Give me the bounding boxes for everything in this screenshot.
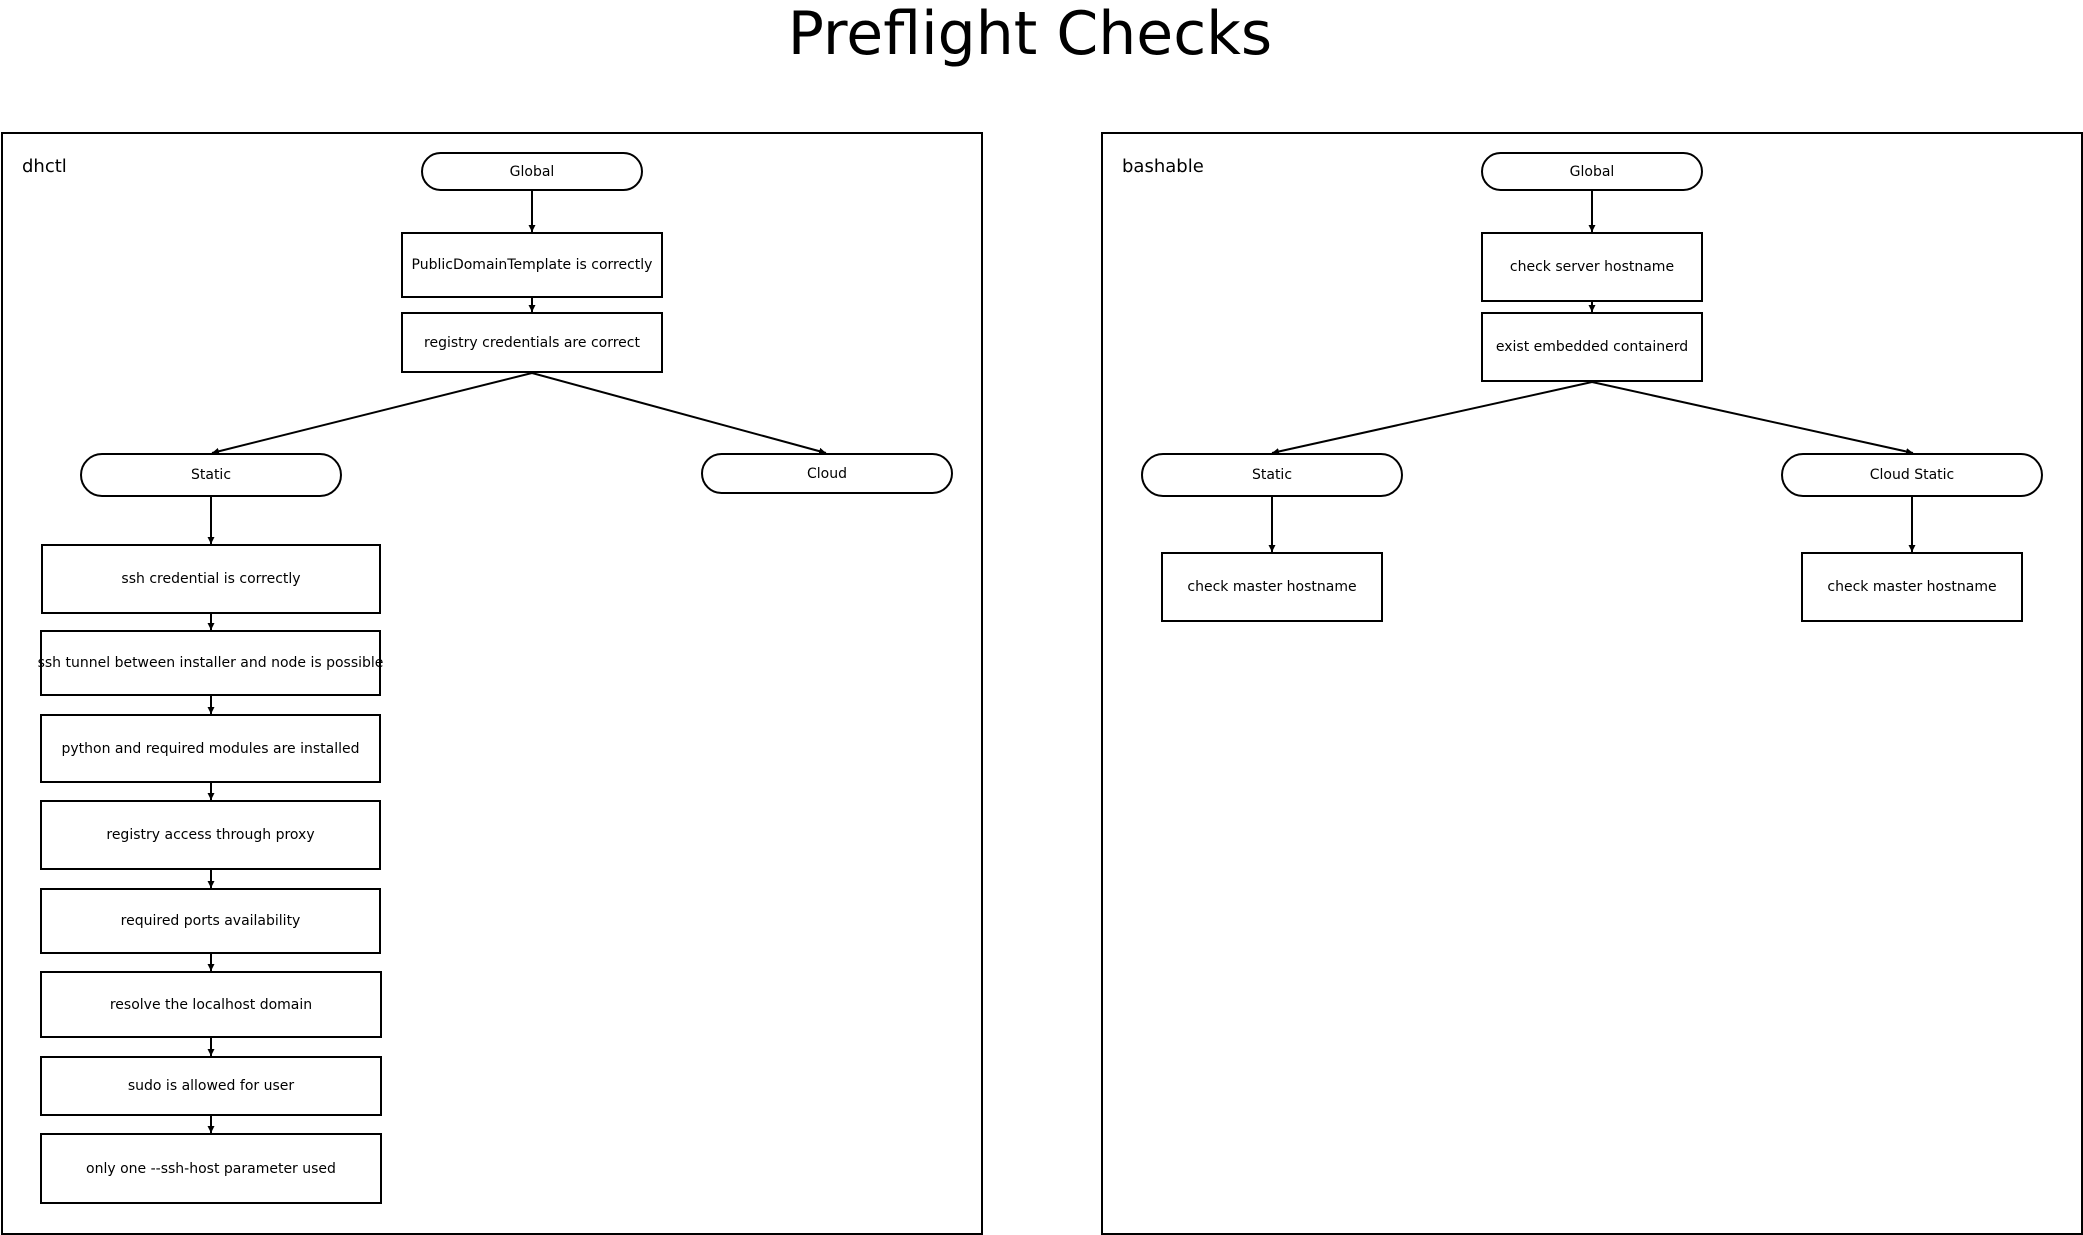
- dhctl-cloud-branch: Cloud: [701, 453, 953, 494]
- dhctl-static-check-5: required ports availability: [40, 888, 381, 954]
- dhctl-static-check-4: registry access through proxy: [40, 800, 381, 870]
- dhctl-check-public-domain-template: PublicDomainTemplate is correctly: [401, 232, 663, 298]
- page-title: Preflight Checks: [787, 0, 1273, 69]
- bashable-check-embedded-containerd: exist embedded containerd: [1481, 312, 1703, 382]
- bashable-global-start: Global: [1481, 152, 1703, 191]
- bashable-static-check-master-hostname: check master hostname: [1161, 552, 1383, 622]
- bashable-static-branch: Static: [1141, 453, 1403, 497]
- dhctl-global-start: Global: [421, 152, 643, 191]
- dhctl-static-check-3: python and required modules are installe…: [40, 714, 381, 783]
- dhctl-static-branch: Static: [80, 453, 342, 497]
- dhctl-panel: [1, 132, 983, 1235]
- bashable-cloud-static-branch: Cloud Static: [1781, 453, 2043, 497]
- dhctl-static-check-7: sudo is allowed for user: [40, 1056, 382, 1116]
- bashable-check-server-hostname: check server hostname: [1481, 232, 1703, 302]
- bashable-panel-label: bashable: [1122, 156, 1204, 177]
- bashable-panel: [1101, 132, 2083, 1235]
- dhctl-panel-label: dhctl: [22, 156, 67, 177]
- dhctl-static-check-6: resolve the localhost domain: [40, 971, 382, 1038]
- bashable-cloud-static-check-master-hostname: check master hostname: [1801, 552, 2023, 622]
- dhctl-check-registry-credentials: registry credentials are correct: [401, 312, 663, 373]
- dhctl-static-check-1: ssh credential is correctly: [41, 544, 381, 614]
- dhctl-static-check-8: only one --ssh-host parameter used: [40, 1133, 382, 1204]
- dhctl-static-check-2: ssh tunnel between installer and node is…: [38, 630, 383, 696]
